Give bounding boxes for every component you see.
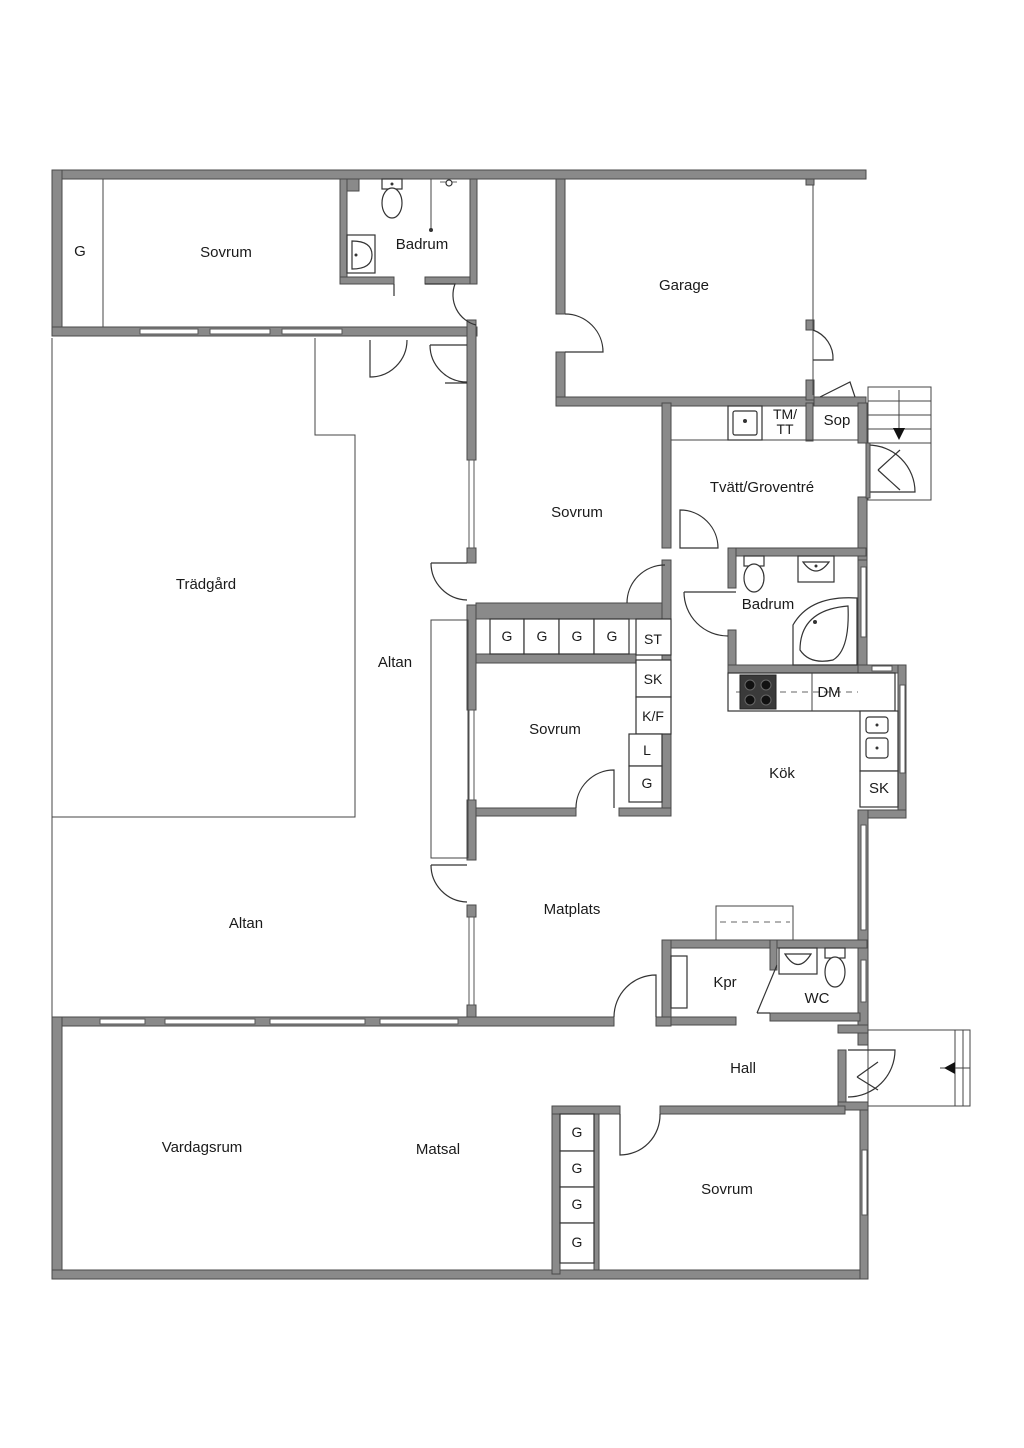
storage-bottom-g-2: G: [572, 1160, 583, 1176]
doors: [369, 283, 858, 1156]
label-dm: DM: [817, 684, 840, 701]
label-badrum-top: Badrum: [396, 236, 449, 253]
label-kok: Kök: [769, 765, 795, 782]
label-tt: TT: [776, 421, 794, 437]
sink-icon: [778, 947, 818, 975]
storage-bottom: G G G G: [559, 1113, 595, 1264]
storage-sk: SK: [644, 671, 663, 687]
label-altan-lower: Altan: [229, 915, 263, 932]
altan-bench: [430, 619, 469, 859]
storage-bottom-g-1: G: [572, 1124, 583, 1140]
entrance-south: [847, 1029, 971, 1107]
label-sop: Sop: [824, 412, 851, 429]
storage-st: ST: [644, 631, 662, 647]
label-matsal: Matsal: [416, 1141, 460, 1158]
sink-icon: [346, 234, 376, 274]
label-sovrum-top-left: Sovrum: [200, 244, 252, 261]
sink-icon: [797, 555, 835, 583]
label-sovrum-bottom: Sovrum: [701, 1181, 753, 1198]
windows: [99, 328, 906, 1216]
storage-column: ST SK K/F L G: [628, 618, 672, 803]
storage-row: G G G G: [489, 618, 630, 655]
room-labels: G Sovrum Badrum Garage TM/ TT Sop Sovrum…: [74, 236, 889, 1198]
storage-l: L: [643, 742, 651, 758]
toilet-icon: [381, 178, 403, 219]
bathtub-icon: [792, 597, 858, 666]
label-closet-top-left: G: [74, 243, 86, 260]
sink-icon: [865, 716, 889, 759]
label-badrum-mid: Badrum: [742, 596, 795, 613]
label-hall: Hall: [730, 1060, 756, 1077]
label-sk-kitchen: SK: [869, 780, 889, 797]
kpr-cabinet: [670, 955, 688, 1009]
garden-outline: [51, 338, 356, 1020]
toilet-icon: [824, 947, 846, 988]
label-wc: WC: [805, 990, 830, 1007]
stair-arrow-icon: [893, 428, 905, 440]
storage-bottom-g-3: G: [572, 1196, 583, 1212]
toilet-icon: [743, 555, 765, 593]
label-matplats: Matplats: [544, 901, 601, 918]
stairs-north: [865, 386, 932, 501]
label-vardagsrum: Vardagsrum: [162, 1139, 243, 1156]
label-tradgard: Trädgård: [176, 576, 236, 593]
storage-g: G: [642, 775, 653, 791]
stove-icon: [739, 674, 777, 710]
storage-g-2: G: [537, 628, 548, 644]
matplats-counter: [715, 905, 794, 940]
label-tm: TM/: [773, 406, 797, 422]
entrance-arrow-icon: [944, 1062, 955, 1074]
walls: [51, 169, 907, 1280]
sink-icon: [727, 405, 763, 441]
label-garage: Garage: [659, 277, 709, 294]
storage-g-3: G: [572, 628, 583, 644]
label-kpr: Kpr: [713, 974, 736, 991]
label-sovrum-small: Sovrum: [529, 721, 581, 738]
label-sovrum-middle: Sovrum: [551, 504, 603, 521]
storage-g-1: G: [502, 628, 513, 644]
shower-icon: [429, 179, 462, 232]
storage-kf: K/F: [642, 708, 664, 724]
label-tvatt: Tvätt/Groventré: [710, 479, 814, 496]
label-altan-upper: Altan: [378, 654, 412, 671]
storage-bottom-g-4: G: [572, 1234, 583, 1250]
storage-g-4: G: [607, 628, 618, 644]
